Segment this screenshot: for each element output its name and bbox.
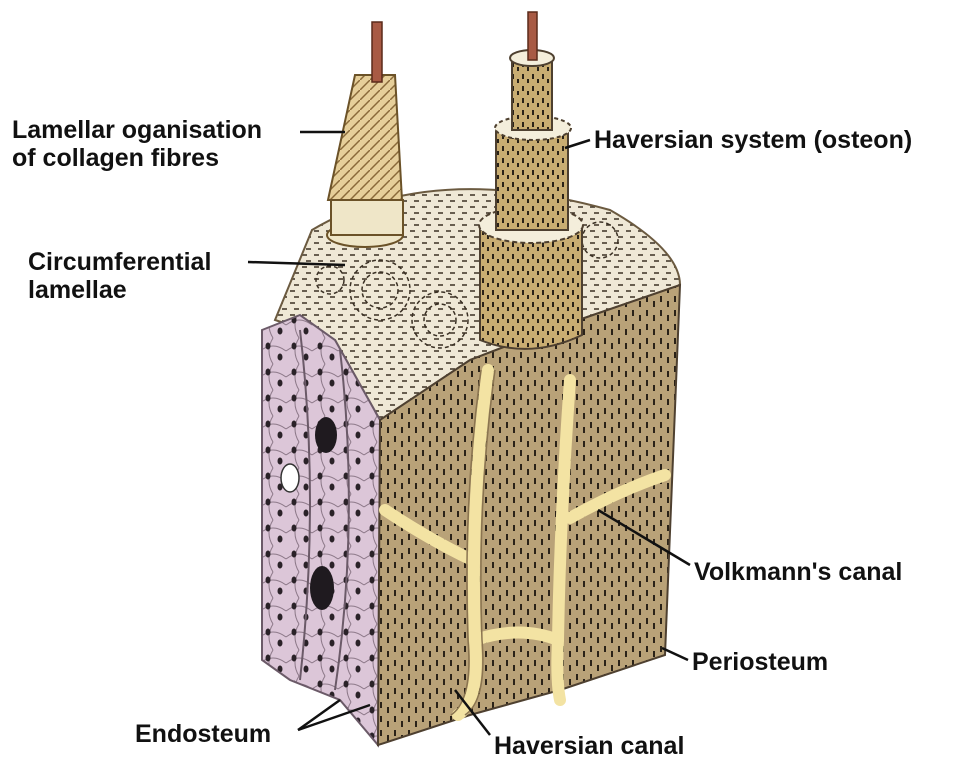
label-circumferential-line1: Circumferential: [28, 248, 211, 276]
label-lamellar-organisation: Lamellar oganisation of collagen fibres: [12, 116, 262, 172]
label-circumferential-line2: lamellae: [28, 276, 211, 304]
label-circumferential-lamellae: Circumferential lamellae: [28, 248, 211, 304]
label-endosteum: Endosteum: [135, 720, 271, 748]
label-volkmanns-canal: Volkmann's canal: [694, 558, 902, 586]
label-periosteum: Periosteum: [692, 648, 828, 676]
label-lamellar-line1: Lamellar oganisation: [12, 116, 262, 144]
osteon-cylinder: [480, 230, 582, 349]
label-haversian-canal: Haversian canal: [494, 732, 684, 760]
label-lamellar-line2: of collagen fibres: [12, 144, 262, 172]
lamellar-cylinder: [328, 75, 402, 200]
label-haversian-system: Haversian system (osteon): [594, 126, 912, 154]
